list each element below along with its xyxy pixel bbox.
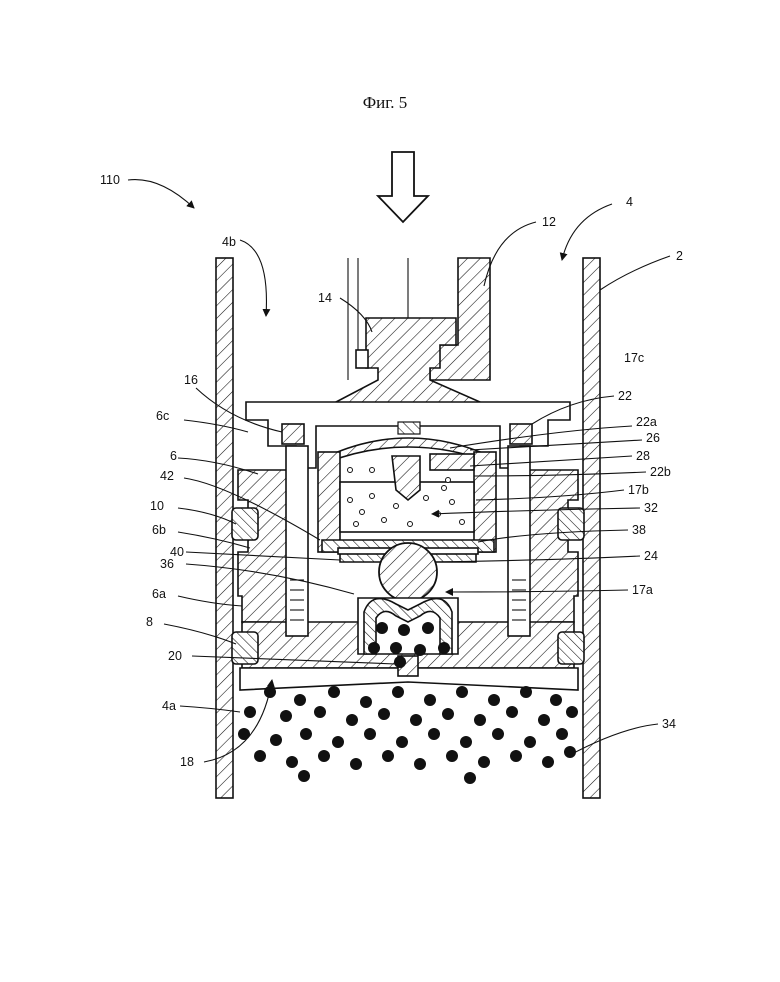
label-17a: 17a — [632, 583, 653, 597]
label-32: 32 — [644, 501, 658, 515]
label-17c: 17c — [624, 351, 644, 365]
label-38: 38 — [632, 523, 646, 537]
label-28: 28 — [636, 449, 650, 463]
label-6b: 6b — [152, 523, 166, 537]
label-20: 20 — [168, 649, 182, 663]
o-ring-lower-left — [232, 632, 258, 664]
label-14: 14 — [318, 291, 332, 305]
o-ring-upper-right — [558, 508, 584, 540]
label-26: 26 — [646, 431, 660, 445]
label-22a: 22a — [636, 415, 657, 429]
label-4: 4 — [626, 195, 633, 209]
inner-wall-right — [474, 452, 496, 552]
label-6a: 6a — [152, 587, 166, 601]
label-4a: 4a — [162, 699, 176, 713]
label-110: 110 — [100, 173, 120, 187]
plunger-collar-left — [356, 350, 368, 368]
load-arrow-icon — [378, 152, 428, 222]
label-12: 12 — [542, 215, 556, 229]
spring-seat — [430, 454, 474, 470]
inner-wall-left — [318, 452, 340, 552]
label-22: 22 — [618, 389, 632, 403]
screw-head-left — [282, 424, 304, 444]
label-24: 24 — [644, 549, 658, 563]
figure-title: Фиг. 5 — [363, 93, 408, 112]
screw-head-right — [510, 424, 532, 444]
label-17b: 17b — [628, 483, 649, 497]
label-42: 42 — [160, 469, 174, 483]
label-22b: 22b — [650, 465, 671, 479]
label-16: 16 — [184, 373, 198, 387]
label-10: 10 — [150, 499, 164, 513]
o-ring-lower-right — [558, 632, 584, 664]
label-4b: 4b — [222, 235, 236, 249]
label-18: 18 — [180, 755, 194, 769]
label-36: 36 — [160, 557, 174, 571]
check-ball — [379, 543, 437, 601]
label-6c: 6c — [156, 409, 169, 423]
bolt-left — [286, 446, 308, 636]
label-6: 6 — [170, 449, 177, 463]
bolt-right — [508, 446, 530, 636]
fluid-particles — [238, 686, 578, 784]
label-34: 34 — [662, 717, 676, 731]
label-8: 8 — [146, 615, 153, 629]
label-2: 2 — [676, 249, 683, 263]
